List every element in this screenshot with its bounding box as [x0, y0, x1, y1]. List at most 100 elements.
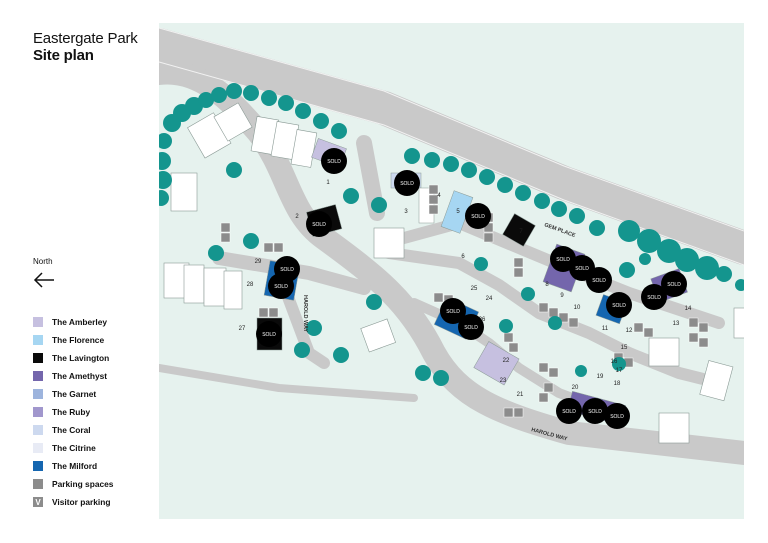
legend-swatch	[33, 335, 43, 345]
sold-marker: SOLD	[604, 403, 630, 429]
title-block: Eastergate Park Site plan	[33, 30, 138, 65]
plot-number: 23	[500, 378, 507, 384]
legend-item-citrine: The Citrine	[33, 439, 113, 457]
svg-text:SOLD: SOLD	[556, 257, 570, 263]
sold-marker: SOLD	[582, 398, 608, 424]
legend-item-ruby: The Ruby	[33, 403, 113, 421]
site-map[interactable]: 1 2 3 4 5 6 7 8 9 10 11 12 13 14 15 16 1…	[142, 23, 761, 519]
legend-label: The Citrine	[52, 443, 96, 453]
sold-marker: SOLD	[556, 398, 582, 424]
site-name: Eastergate Park	[33, 30, 138, 47]
svg-text:SOLD: SOLD	[471, 214, 485, 220]
svg-text:SOLD: SOLD	[280, 267, 294, 273]
svg-text:SOLD: SOLD	[667, 282, 681, 288]
plot-number: 6	[461, 254, 465, 260]
legend-item-florence: The Florence	[33, 331, 113, 349]
svg-text:SOLD: SOLD	[400, 181, 414, 187]
legend-swatch	[33, 353, 43, 363]
arrow-left-icon	[33, 272, 54, 288]
road-label-harold-way: HAROLD WAY	[302, 295, 308, 332]
svg-text:SOLD: SOLD	[464, 325, 478, 331]
trees	[153, 83, 747, 386]
legend-label: The Lavington	[52, 353, 110, 363]
north-label: North	[33, 257, 53, 266]
legend-label: The Garnet	[52, 389, 97, 399]
legend-swatch	[33, 461, 43, 471]
page-title: Site plan	[33, 47, 94, 64]
sold-marker: SOLD	[458, 314, 484, 340]
legend-label: Visitor parking	[52, 497, 111, 507]
plot-number: 19	[597, 374, 604, 380]
legend-label: The Florence	[52, 335, 105, 345]
plot-number: 21	[517, 392, 524, 398]
plot-number: 29	[255, 259, 262, 265]
plot-number: 26	[479, 317, 486, 323]
svg-text:SOLD: SOLD	[262, 332, 276, 338]
svg-text:SOLD: SOLD	[610, 414, 624, 420]
legend-item-visitor-parking: V Visitor parking	[33, 493, 113, 511]
plot-number: 15	[621, 345, 628, 351]
legend-label: The Amethyst	[52, 371, 108, 381]
plot-number: 25	[471, 286, 478, 292]
plot-number: 7	[519, 229, 523, 235]
legend: The Amberley The Florence The Lavington …	[33, 313, 113, 511]
legend-item-coral: The Coral	[33, 421, 113, 439]
plot-number: 18	[614, 381, 621, 387]
legend-swatch	[33, 371, 43, 381]
legend-label: The Amberley	[52, 317, 108, 327]
plot-number: 2	[295, 214, 299, 220]
svg-text:SOLD: SOLD	[562, 409, 576, 415]
legend-swatch	[33, 407, 43, 417]
plot-number: 14	[685, 306, 692, 312]
plot-number: 27	[239, 326, 246, 332]
legend-swatch: V	[33, 497, 43, 507]
sold-marker: SOLD	[394, 170, 420, 196]
sold-marker: SOLD	[440, 298, 466, 324]
plot-number: 13	[673, 321, 680, 327]
sold-marker: SOLD	[256, 321, 282, 347]
plot-number: 17	[616, 368, 623, 374]
sold-marker: SOLD	[606, 292, 632, 318]
legend-item-amethyst: The Amethyst	[33, 367, 113, 385]
plot-numbers: 1 2 3 4 5 6 7 8 9 10 11 12 13 14 15 16 1…	[239, 180, 692, 398]
sold-marker: SOLD	[268, 273, 294, 299]
plot-number: 3	[404, 209, 408, 215]
plot-number: 8	[545, 282, 549, 288]
svg-text:SOLD: SOLD	[274, 284, 288, 290]
legend-item-amberley: The Amberley	[33, 313, 113, 331]
legend-item-lavington: The Lavington	[33, 349, 113, 367]
plot-number: 4	[437, 193, 441, 199]
plot-number: 20	[572, 385, 579, 391]
plot-number: 9	[560, 293, 564, 299]
plot-number: 12	[626, 328, 633, 334]
svg-text:SOLD: SOLD	[446, 309, 460, 315]
legend-label: The Milford	[52, 461, 98, 471]
plot-number: 16	[611, 359, 618, 365]
legend-label: The Ruby	[52, 407, 91, 417]
svg-text:SOLD: SOLD	[592, 278, 606, 284]
legend-swatch	[33, 389, 43, 399]
sold-marker: SOLD	[321, 148, 347, 174]
legend-swatch	[33, 443, 43, 453]
legend-item-parking: Parking spaces	[33, 475, 113, 493]
svg-text:SOLD: SOLD	[575, 266, 589, 272]
sold-marker: SOLD	[306, 211, 332, 237]
legend-swatch	[33, 425, 43, 435]
buildings	[163, 102, 750, 444]
plot-number: 24	[486, 296, 493, 302]
svg-text:SOLD: SOLD	[612, 303, 626, 309]
sold-marker: SOLD	[641, 284, 667, 310]
plot-number: 1	[326, 180, 330, 186]
legend-item-milford: The Milford	[33, 457, 113, 475]
site-map-svg: 1 2 3 4 5 6 7 8 9 10 11 12 13 14 15 16 1…	[142, 23, 761, 519]
svg-text:SOLD: SOLD	[327, 159, 341, 165]
sold-markers: SOLD SOLD SOLD SOLD SOLD SOLD SOLD SOLD …	[256, 148, 687, 429]
legend-label: Parking spaces	[52, 479, 114, 489]
svg-text:SOLD: SOLD	[312, 222, 326, 228]
sold-marker: SOLD	[661, 271, 687, 297]
legend-label: The Coral	[52, 425, 91, 435]
svg-text:SOLD: SOLD	[647, 295, 661, 301]
legend-swatch	[33, 317, 43, 327]
legend-swatch	[33, 479, 43, 489]
plot-number: 11	[602, 326, 609, 332]
